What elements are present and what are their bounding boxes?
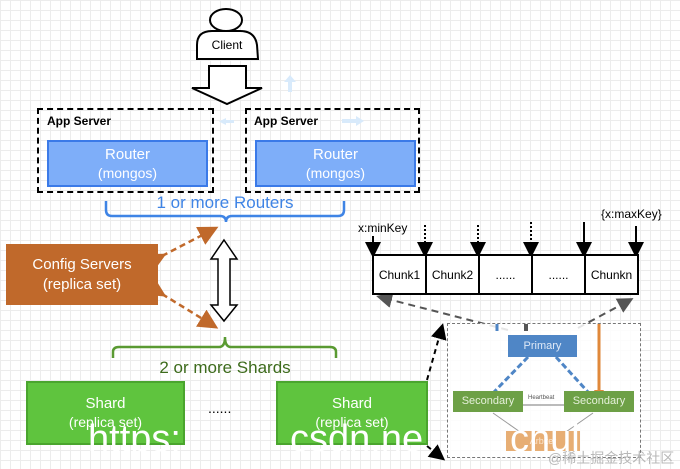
- shard-box-2[interactable]: Shard (replica set): [276, 381, 428, 445]
- watermark-url-part-3: chui: [510, 418, 580, 460]
- chunk-cell[interactable]: ......: [531, 256, 584, 293]
- double-arrow-icon: [209, 238, 239, 323]
- chunk-cell[interactable]: Chunkn: [584, 256, 637, 293]
- chunk-cell[interactable]: ......: [478, 256, 531, 293]
- routers-brace-label: 1 or more Routers: [156, 193, 294, 212]
- router-box[interactable]: Router (mongos): [255, 140, 416, 187]
- chunk-row: Chunk1 Chunk2 ...... ...... Chunkn: [372, 254, 639, 295]
- watermark-url-part-2: csdn.ne: [290, 418, 424, 460]
- config-servers-name: Config Servers: [32, 255, 132, 273]
- app-server-title: App Server: [47, 114, 112, 128]
- router-sub: (mongos): [97, 164, 158, 181]
- router-sub: (mongos): [305, 164, 366, 181]
- app-server-box-1: App Server Router (mongos): [37, 108, 214, 193]
- shards-brace-label: 2 or more Shards: [159, 358, 291, 377]
- shard-name: Shard: [331, 395, 373, 412]
- router-name: Router: [312, 145, 359, 163]
- replica-set-frame: Primary Secondary Secondary Heartbeat Ar…: [447, 323, 641, 458]
- client-label: Client: [211, 38, 243, 52]
- rs-secondary-node-2: Secondary: [564, 391, 634, 412]
- app-server-title: App Server: [254, 114, 319, 128]
- config-servers-sub: (replica set): [42, 275, 122, 293]
- min-key-label: x:minKey: [358, 221, 408, 235]
- chunk-to-rs-arrow-left: [376, 292, 509, 331]
- down-arrow-icon: [191, 65, 263, 106]
- config-to-router-arrow: [144, 226, 219, 272]
- shard-name: Shard: [85, 395, 126, 412]
- shard-sub: (replica set): [315, 414, 389, 430]
- faint-arrows-icon: [219, 75, 364, 126]
- shards-ellipsis: ......: [208, 400, 232, 416]
- config-servers-box[interactable]: Config Servers (replica set): [6, 244, 158, 305]
- watermark-site: @稀土掘金技术社区: [548, 450, 675, 466]
- chunk-cell[interactable]: Chunk1: [378, 267, 421, 282]
- rs-arbiter-node: Arbiter: [506, 431, 580, 451]
- router-box[interactable]: Router (mongos): [47, 140, 208, 187]
- chunk-to-rs-arrow-right: [577, 298, 634, 329]
- shard-to-rs-arrow-bottom: [426, 444, 446, 461]
- chunk-boundary-arrows: [365, 222, 644, 258]
- client-icon: [196, 8, 260, 60]
- shard-to-rs-arrow-top: [426, 323, 447, 381]
- rs-primary-node: Primary: [508, 335, 577, 357]
- max-key-label: {x:maxKey}: [601, 207, 662, 221]
- rs-secondary-node-1: Secondary: [453, 391, 523, 412]
- shard-box-1[interactable]: Shard (replica set): [26, 381, 185, 445]
- watermark-url-part-1: https:: [88, 418, 181, 460]
- config-to-shard-arrow: [143, 277, 219, 329]
- app-server-box-2: App Server Router (mongos): [245, 108, 420, 193]
- rs-heartbeat-label: Heartbeat: [528, 395, 555, 401]
- chunk-cell[interactable]: Chunk2: [425, 256, 478, 293]
- shards-brace: [111, 336, 338, 358]
- routers-brace: [104, 201, 346, 223]
- shard-sub: (replica set): [68, 414, 143, 430]
- router-name: Router: [104, 145, 151, 163]
